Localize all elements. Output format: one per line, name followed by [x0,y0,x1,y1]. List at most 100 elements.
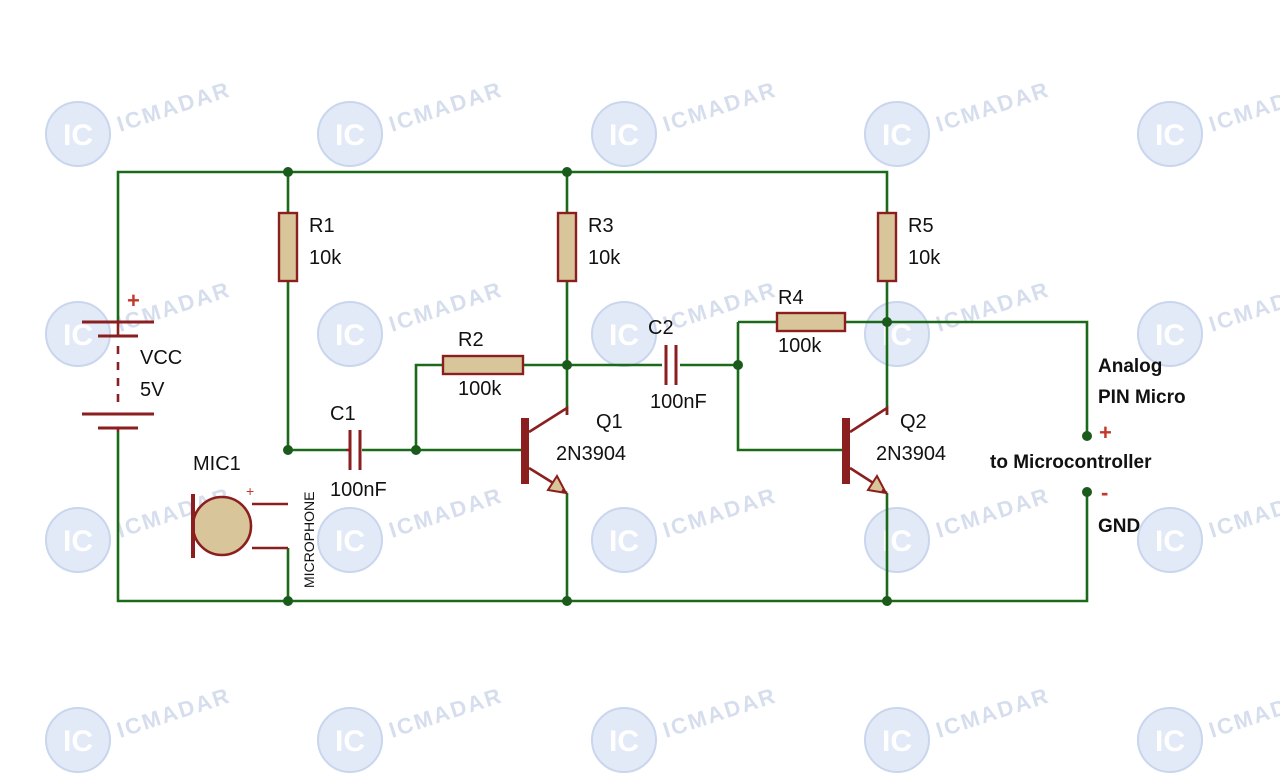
q1-name-label: Q1 [596,411,623,433]
icmadar-watermark-logo: IC ICMADAR [864,77,1053,167]
svg-text:IC: IC [609,725,639,758]
resistor-r3 [556,211,578,283]
svg-text:IC: IC [609,525,639,558]
svg-text:IC: IC [882,725,912,758]
junction-dot [283,596,293,606]
junction-dot [562,167,572,177]
resistor-r4 [775,311,847,333]
r2-value-label: 100k [458,378,502,400]
icmadar-watermark-logo: IC ICMADAR [591,77,780,167]
svg-text:IC: IC [63,725,93,758]
capacitor-c1 [346,430,362,470]
output-terminal-minus [1082,487,1092,497]
output-gnd-label: GND [1098,516,1140,537]
svg-text:IC: IC [609,319,639,352]
mic-name-label: MIC1 [193,453,241,475]
svg-text:IC: IC [63,525,93,558]
capacitor-c2 [664,345,678,385]
r1-value-label: 10k [309,247,342,269]
icmadar-watermark-logo: IC ICMADAR [591,483,780,573]
c1-value-label: 100nF [330,479,387,501]
r5-name-label: R5 [908,215,934,237]
icmadar-watermark-logo: IC ICMADAR [864,683,1053,773]
r4-value-label: 100k [778,335,822,357]
svg-text:IC: IC [335,525,365,558]
r4-name-label: R4 [778,287,804,309]
svg-text:ICMADAR: ICMADAR [933,277,1053,337]
wire-bottom-rail [116,432,1089,603]
wire-r2-left [414,363,442,450]
svg-text:ICMADAR: ICMADAR [386,483,506,543]
svg-text:IC: IC [882,119,912,152]
mic-plus-sign: + [246,483,254,499]
icmadar-watermark-logo: IC ICMADAR [317,77,506,167]
output-terminal-plus [1082,431,1092,441]
icmadar-watermark-logo: IC ICMADAR [1137,483,1280,573]
junction-dot [283,445,293,455]
wire-top-rail [116,170,889,320]
icmadar-watermark-logo: IC ICMADAR [45,77,234,167]
svg-text:ICMADAR: ICMADAR [933,77,1053,137]
junctions [283,167,1092,606]
svg-text:ICMADAR: ICMADAR [1206,277,1280,337]
r2-name-label: R2 [458,329,484,351]
svg-text:IC: IC [335,119,365,152]
output-minus-sign: - [1101,480,1108,505]
svg-text:ICMADAR: ICMADAR [1206,77,1280,137]
svg-text:ICMADAR: ICMADAR [660,277,780,337]
c1-name-label: C1 [330,403,356,425]
resistor-r2 [441,354,525,376]
battery-name-label: VCC [140,347,182,369]
resistor-r5 [876,211,898,283]
battery-plus-sign: + [127,288,140,313]
svg-text:ICMADAR: ICMADAR [933,683,1053,743]
r5-value-label: 10k [908,247,941,269]
mic-type-label: MICROPHONE [301,492,317,588]
r1-name-label: R1 [309,215,335,237]
svg-text:ICMADAR: ICMADAR [1206,683,1280,743]
wire-output [887,320,1089,436]
icmadar-watermark-logo: IC ICMADAR [1137,683,1280,773]
c2-value-label: 100nF [650,391,707,413]
watermark-layer: IC ICMADAR IC ICMADAR IC ICMADAR IC ICMADAR IC IC… [45,77,1280,773]
junction-dot [562,360,572,370]
svg-text:IC: IC [63,319,93,352]
svg-text:ICMADAR: ICMADAR [933,483,1053,543]
svg-text:IC: IC [1155,319,1185,352]
icmadar-watermark-logo: IC ICMADAR [591,683,780,773]
svg-text:ICMADAR: ICMADAR [386,277,506,337]
svg-text:IC: IC [1155,525,1185,558]
output-label-line1: Analog [1098,356,1162,377]
q2-value-label: 2N3904 [876,443,946,465]
output-to-label: to Microcontroller [990,452,1152,473]
icmadar-watermark-logo: IC ICMADAR [45,683,234,773]
svg-text:ICMADAR: ICMADAR [660,483,780,543]
junction-dot [733,360,743,370]
junction-dot [882,317,892,327]
icmadar-watermark-logo: IC ICMADAR [1137,277,1280,367]
c2-name-label: C2 [648,317,674,339]
junction-dot [562,596,572,606]
svg-text:ICMADAR: ICMADAR [660,77,780,137]
svg-text:ICMADAR: ICMADAR [660,683,780,743]
junction-dot [882,596,892,606]
transistor-q2 [842,405,889,495]
wires [116,170,1089,603]
svg-text:IC: IC [609,119,639,152]
output-plus-sign: + [1099,420,1112,445]
battery-symbol [82,320,154,432]
svg-text:ICMADAR: ICMADAR [386,77,506,137]
microphone-symbol [191,494,288,558]
svg-text:ICMADAR: ICMADAR [1206,483,1280,543]
svg-text:IC: IC [1155,725,1185,758]
q1-value-label: 2N3904 [556,443,626,465]
svg-text:ICMADAR: ICMADAR [114,683,234,743]
svg-text:ICMADAR: ICMADAR [114,77,234,137]
svg-text:IC: IC [335,319,365,352]
icmadar-watermark-logo: IC ICMADAR [317,277,506,367]
battery-value-label: 5V [140,379,165,401]
svg-text:IC: IC [63,119,93,152]
